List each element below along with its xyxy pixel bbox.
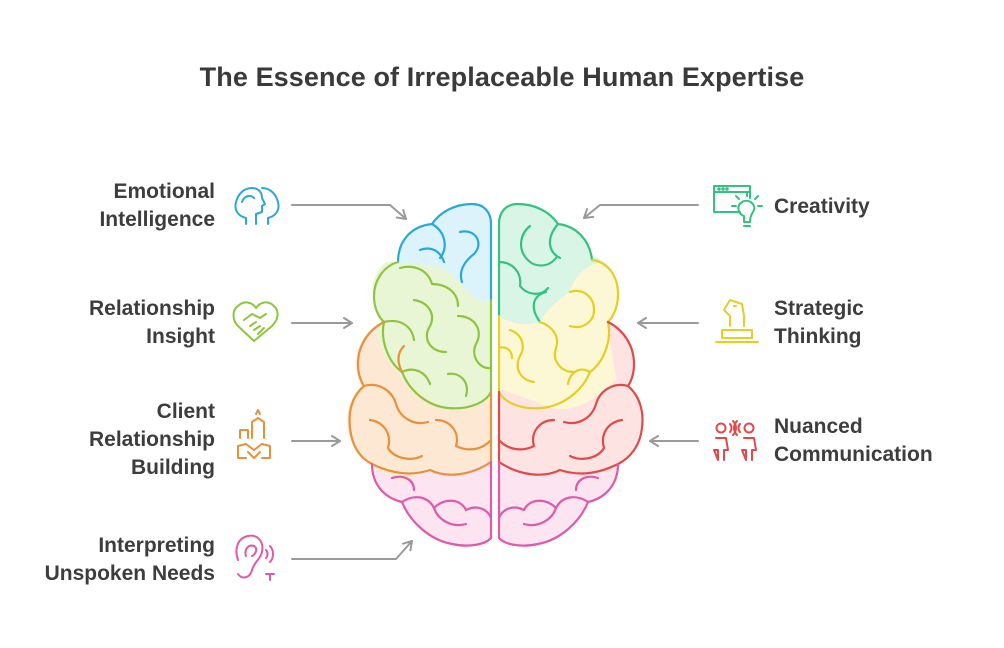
arrow-creativity xyxy=(583,204,699,219)
label-client-relationship-building: Client Relationship Building xyxy=(88,400,215,479)
browser-lightbulb-icon xyxy=(713,185,763,227)
handshake-buildings-icon xyxy=(237,409,271,459)
heart-handshake-icon xyxy=(232,301,279,342)
label-strategic-thinking: Strategic Thinking xyxy=(774,297,864,348)
label-relationship-insight: Relationship Insight xyxy=(88,297,215,348)
page-title: The Essence of Irreplaceable Human Exper… xyxy=(199,62,805,92)
arrow-emotional-intelligence xyxy=(291,204,407,220)
label-emotional-intelligence: Emotional Intelligence xyxy=(99,180,215,231)
chess-knight-icon xyxy=(715,299,759,343)
arrow-interpreting-unspoken-needs xyxy=(291,540,413,560)
ear-listening-icon xyxy=(235,534,275,581)
label-nuanced-communication: Nuanced Communication xyxy=(774,415,933,466)
label-interpreting-unspoken-needs: Interpreting Unspoken Needs xyxy=(44,534,215,585)
two-people-talking-icon xyxy=(713,420,757,461)
label-creativity: Creativity xyxy=(774,195,870,218)
left-hemisphere xyxy=(347,204,491,546)
head-profiles-icon xyxy=(234,187,280,225)
arrows xyxy=(291,204,699,560)
